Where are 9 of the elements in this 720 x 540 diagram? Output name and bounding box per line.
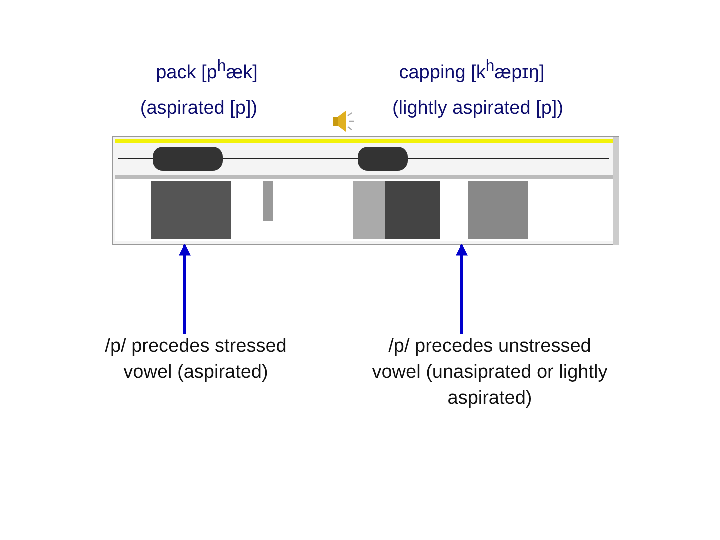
annotation-text: /p/ precedes unstressed vowel (unasiprated or lightly aspirated) [362, 334, 618, 412]
word-description: (lightly aspirated [p]) [392, 98, 564, 120]
arrow [456, 244, 468, 334]
word-description: (aspirated [p]) [140, 98, 258, 120]
arrow [179, 244, 191, 334]
word-heading: pack [p$^{h}$æk] [156, 58, 258, 84]
annotation-text: /p/ precedes stressed vowel (aspirated) [80, 334, 312, 386]
word-heading: capping [k$^{h}$æpɪŋ] [399, 58, 545, 84]
picture [112, 136, 620, 246]
